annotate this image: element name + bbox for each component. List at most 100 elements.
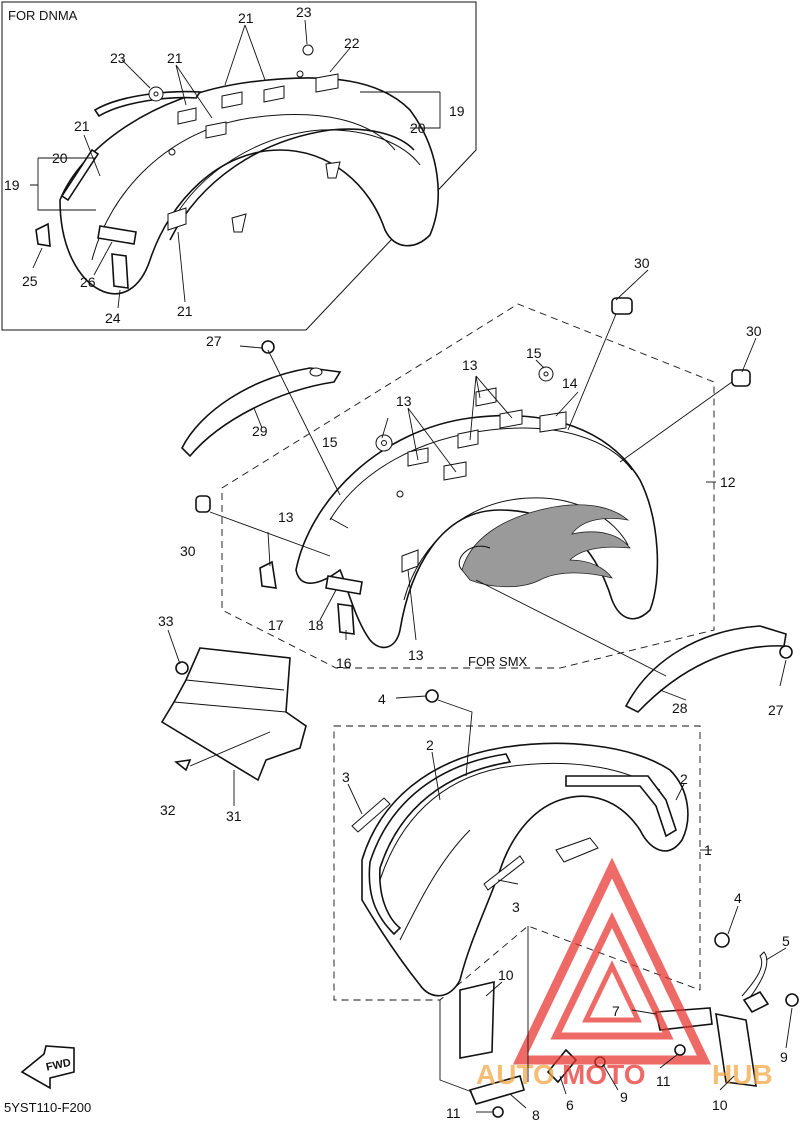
- callout-27: 27: [206, 333, 222, 349]
- callout-30: 30: [746, 323, 762, 339]
- callout-24: 24: [105, 310, 121, 326]
- callout-6: 6: [566, 1097, 574, 1113]
- bolt-4-top: [425, 689, 439, 703]
- watermark-text-c: HUB: [712, 1059, 773, 1090]
- dnma-inset: FOR DNMA: [1, 1, 477, 331]
- flame-graphic: [461, 504, 631, 588]
- inset-title: FOR DNMA: [8, 8, 78, 23]
- bolt-27-upper: [261, 340, 275, 354]
- callout-25: 25: [22, 273, 38, 289]
- callout-21: 21: [74, 118, 90, 134]
- dnma-part-24: [111, 253, 129, 289]
- callout-9: 9: [780, 1049, 788, 1065]
- callout-20: 20: [52, 150, 68, 166]
- fwd-label: FWD: [45, 1057, 72, 1074]
- callout-27: 27: [768, 702, 784, 718]
- nut-11-right: [674, 1044, 686, 1056]
- callout-29: 29: [252, 423, 268, 439]
- decal-3-rear: [483, 855, 525, 891]
- callout-3: 3: [342, 769, 350, 785]
- callout-9: 9: [620, 1089, 628, 1105]
- callout-10: 10: [712, 1097, 728, 1113]
- decal-3-front: [351, 797, 391, 833]
- callout-19: 19: [4, 177, 20, 193]
- smx-decal-14: [539, 411, 567, 433]
- automotohub-watermark: AUTO MOTO HUB: [476, 857, 773, 1090]
- clip-33: [175, 661, 189, 675]
- dnma-side-strip: [93, 90, 202, 118]
- fender-group-boundary: [333, 725, 701, 1001]
- callout-30: 30: [180, 543, 196, 559]
- callout-22: 22: [344, 35, 360, 51]
- callout-33: 33: [158, 613, 174, 629]
- smx-fender-body: [295, 414, 659, 649]
- rear-fender-group: AUTO MOTO HUB 4 2 2 3 1 3 4 5 10 7 11: [333, 689, 799, 1122]
- callout-11: 11: [446, 1105, 461, 1121]
- callout-13: 13: [462, 357, 478, 373]
- callout-2: 2: [680, 771, 688, 787]
- grommet-30-right: [731, 369, 751, 387]
- wire-5: [741, 951, 768, 1001]
- callout-19: 19: [449, 103, 465, 119]
- grommet-30-top: [611, 297, 633, 315]
- smx-group-boundary: [221, 303, 715, 669]
- license-bracket-group: 33 32 31: [158, 613, 307, 824]
- dnma-part-26: [97, 225, 137, 245]
- callout-1: 1: [704, 842, 712, 858]
- callout-13: 13: [278, 509, 294, 525]
- callout-23: 23: [110, 50, 126, 66]
- nut-11-lower: [492, 1106, 504, 1118]
- callout-4: 4: [378, 691, 386, 707]
- bracket-10-left: [459, 980, 495, 1059]
- inset-frame: [1, 1, 477, 331]
- callout-12: 12: [720, 474, 736, 490]
- grab-rail-28: [624, 625, 787, 713]
- callout-31: 31: [226, 808, 242, 824]
- dnma-part-25: [35, 222, 51, 247]
- callout-28: 28: [672, 700, 688, 716]
- callout-13: 13: [396, 393, 412, 409]
- smx-part-17: [259, 560, 277, 589]
- smx-label: FOR SMX: [468, 654, 528, 669]
- bracket-10-right: [715, 1012, 757, 1087]
- grommet-30-left: [195, 495, 211, 513]
- callout-8: 8: [532, 1107, 540, 1122]
- plate-8: [468, 1075, 525, 1105]
- callout-18: 18: [308, 617, 324, 633]
- screw-32: [174, 759, 192, 772]
- callout-15: 15: [322, 434, 338, 450]
- bolt-27-lower: [779, 645, 793, 659]
- callout-20: 20: [410, 120, 426, 136]
- callout-4: 4: [734, 890, 742, 906]
- catalog-code: 5YST110-F200: [4, 1100, 91, 1115]
- callout-32: 32: [160, 802, 176, 818]
- dnma-fender-body: [59, 77, 439, 295]
- grab-rail-29: [181, 367, 342, 458]
- callout-7: 7: [612, 1003, 620, 1019]
- rear-fender-1: [361, 742, 689, 997]
- callout-5: 5: [782, 933, 790, 949]
- callout-21: 21: [177, 303, 193, 319]
- callout-26: 26: [80, 274, 96, 290]
- callout-17: 17: [268, 617, 284, 633]
- trim-strip-2-rear: [565, 775, 677, 838]
- callout-13: 13: [408, 647, 424, 663]
- smx-fender-group: FOR SMX: [180, 255, 793, 718]
- callout-21: 21: [238, 10, 254, 26]
- callout-23: 23: [296, 4, 312, 20]
- callout-11: 11: [656, 1073, 671, 1089]
- callout-15: 15: [526, 345, 542, 361]
- fwd-arrow: FWD: [20, 1045, 75, 1090]
- callout-14: 14: [562, 375, 578, 391]
- bolt-4-right: [714, 932, 730, 948]
- washer-9-right: [785, 993, 799, 1007]
- watermark-text-a: AUTO: [476, 1059, 555, 1090]
- callout-16: 16: [336, 655, 352, 671]
- callout-30: 30: [634, 255, 650, 271]
- watermark-text-b: MOTO: [562, 1059, 645, 1090]
- callout-10: 10: [498, 967, 514, 983]
- callout-3: 3: [512, 899, 520, 915]
- smx-part-16: [337, 603, 355, 635]
- callout-21: 21: [167, 50, 183, 66]
